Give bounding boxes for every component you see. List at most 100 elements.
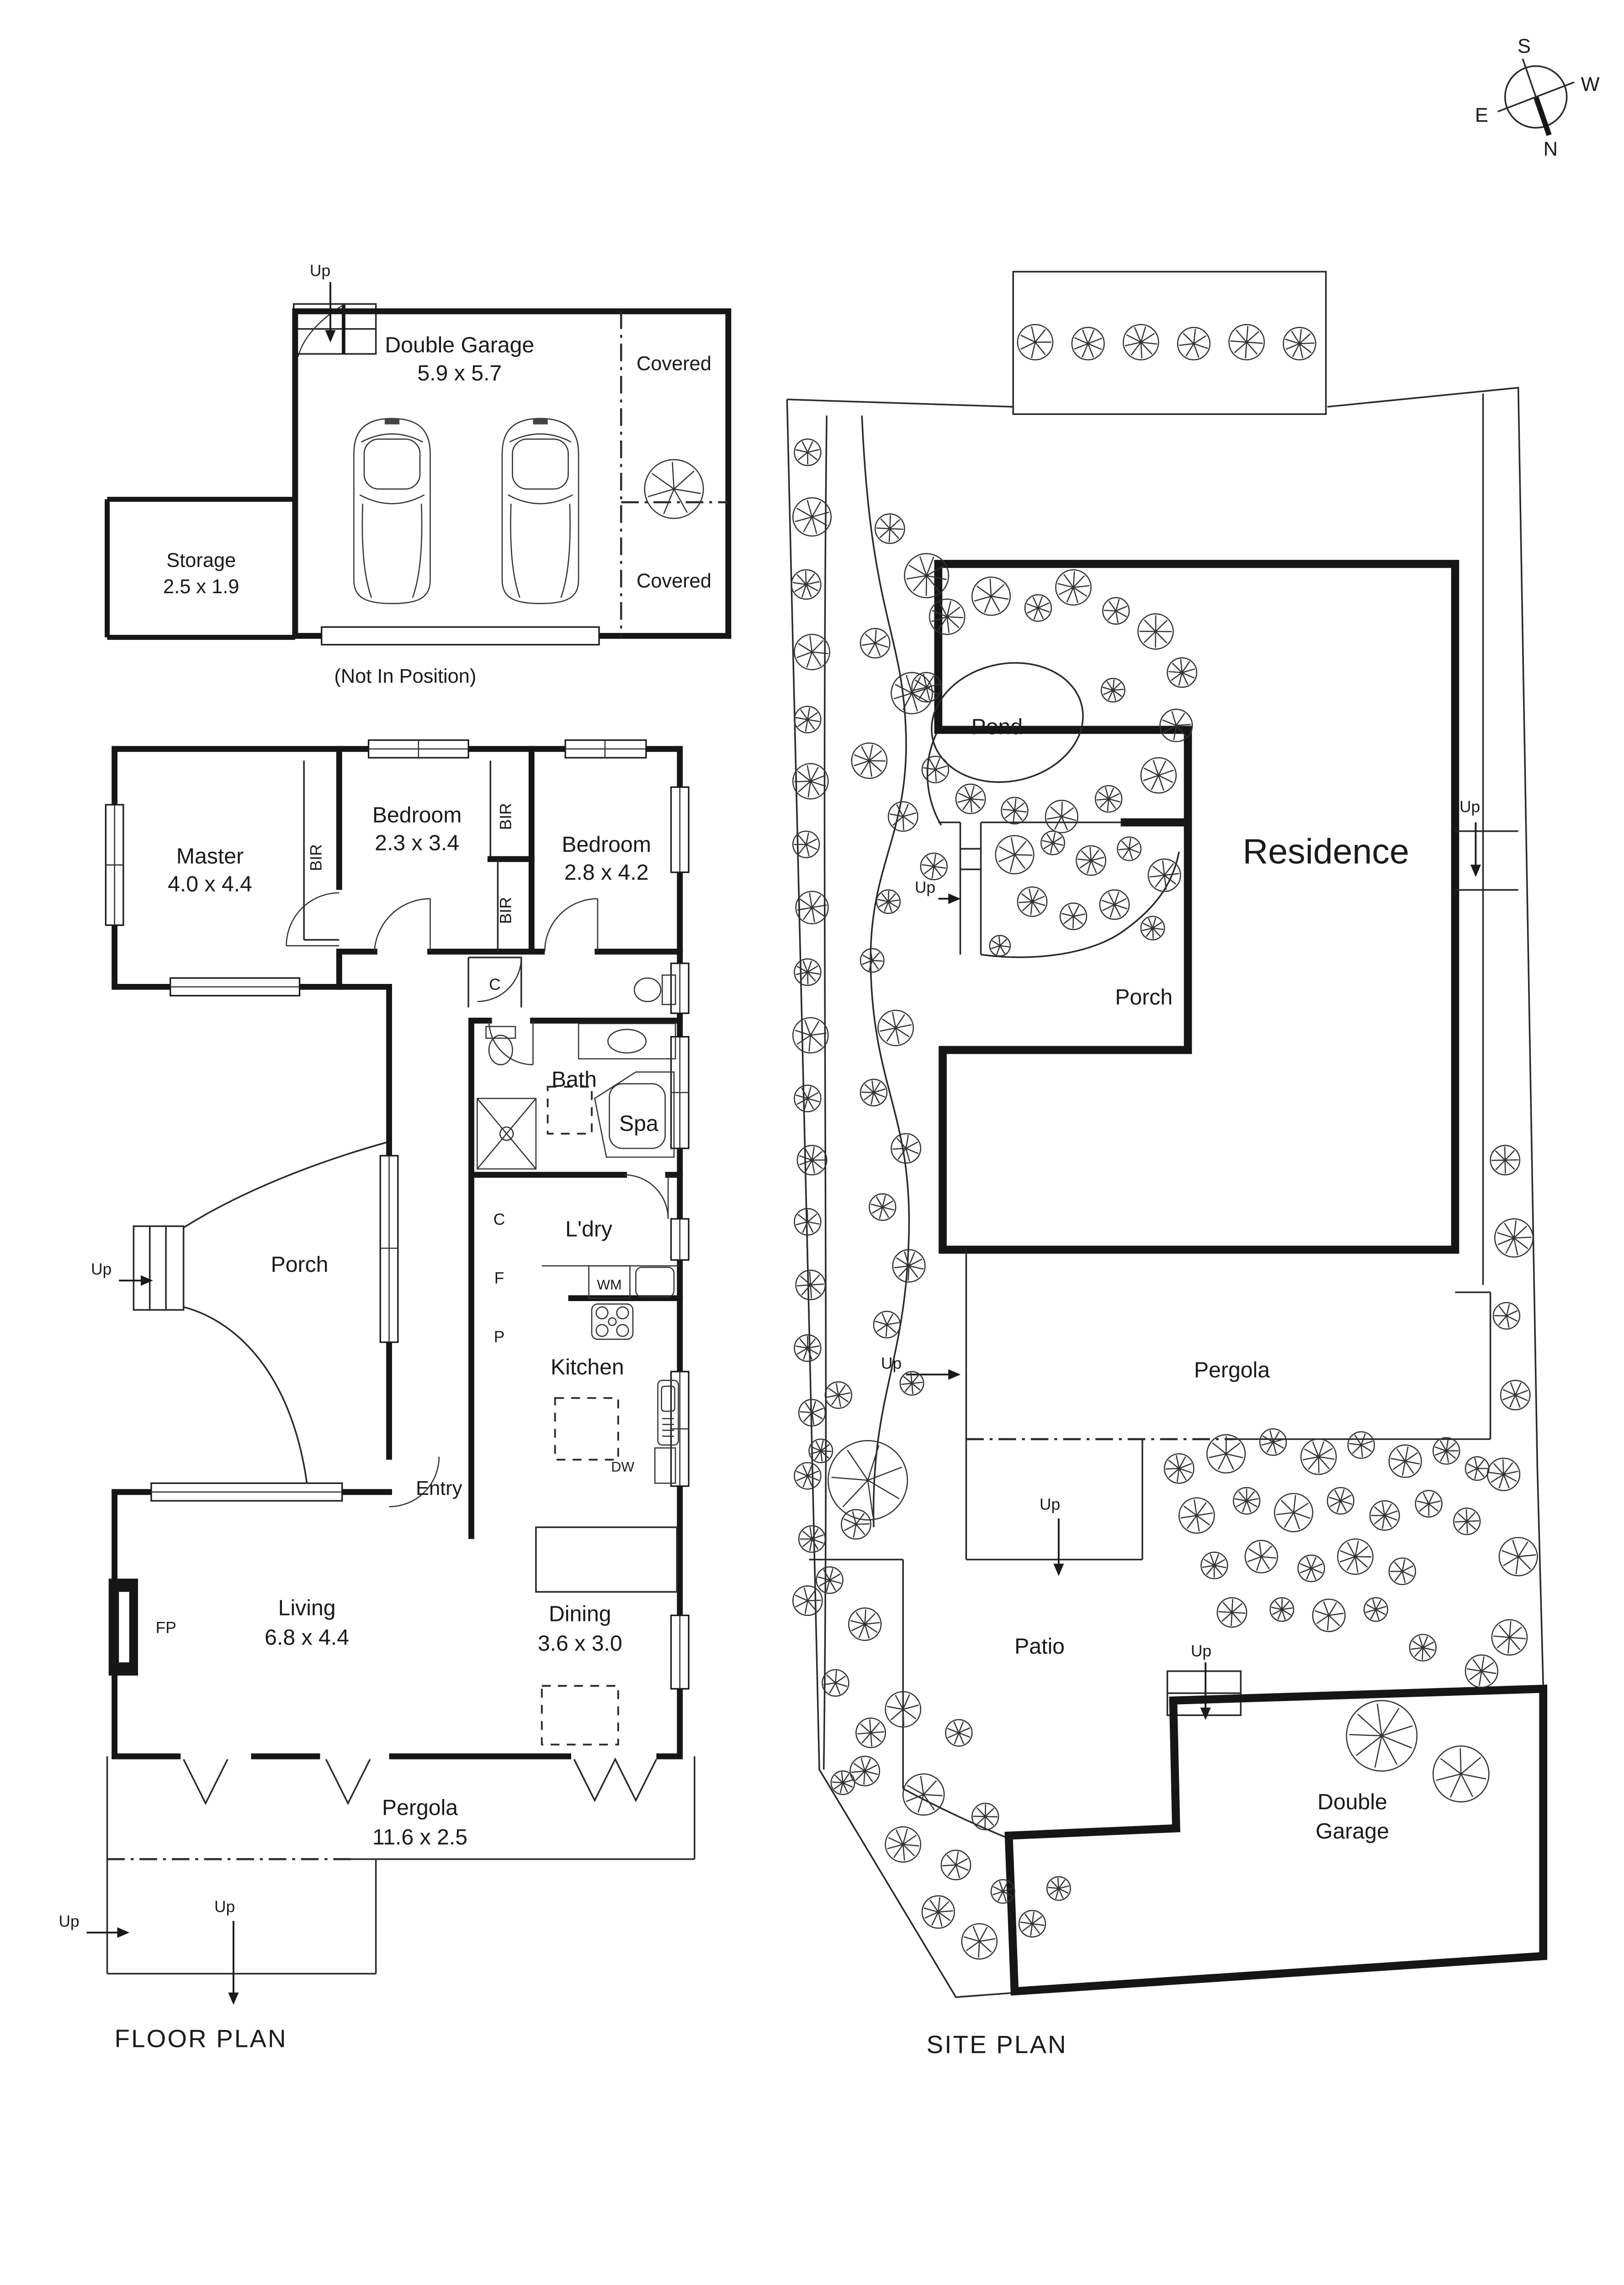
vanity	[578, 1023, 676, 1060]
tree-icon	[855, 1717, 886, 1748]
storage-dims: 2.5 x 1.9	[163, 576, 239, 598]
tree-icon	[808, 1438, 833, 1463]
tree-icon	[1001, 797, 1029, 824]
tree-icon	[1040, 830, 1065, 856]
tree-icon	[792, 1585, 823, 1616]
closet-c-label: C	[489, 976, 501, 994]
toilet-icon	[488, 1035, 513, 1065]
site-garage-outline	[1004, 1685, 1548, 1996]
shower-icon	[477, 1098, 537, 1170]
site-porch-label: Porch	[1115, 985, 1173, 1010]
tree-icon	[794, 1462, 822, 1490]
residence-label: Residence	[1242, 832, 1409, 871]
tree-icon	[902, 1773, 945, 1816]
tree-icon	[1071, 327, 1105, 361]
compass-north: N	[1544, 138, 1558, 160]
tree-icon	[644, 459, 704, 519]
dishwasher	[654, 1447, 676, 1484]
tree-icon	[1259, 1428, 1287, 1456]
bath-label: Bath	[552, 1067, 597, 1092]
tree-icon	[791, 569, 822, 600]
tree-icon	[1465, 1456, 1490, 1481]
laundry-fixtures	[541, 1265, 680, 1299]
site-pergola: Up Pergola	[881, 1249, 1491, 1440]
tree-icon	[874, 513, 905, 544]
fp-label: FP	[156, 1619, 176, 1637]
washing-machine-icon	[588, 1265, 631, 1299]
right-side-path: Up	[1455, 393, 1518, 1285]
garage-name: Double Garage	[385, 333, 534, 357]
closet2-label: C	[494, 1211, 505, 1228]
tree-icon	[1494, 1218, 1534, 1258]
tree-icon	[961, 1923, 998, 1960]
house-interior-walls	[336, 746, 683, 1539]
tree-icon	[794, 1334, 822, 1362]
tree-icon	[955, 783, 986, 814]
tree-icon	[1388, 1444, 1422, 1478]
tree-icon	[921, 755, 950, 784]
not-in-position-note: (Not In Position)	[334, 665, 476, 687]
tree-icon	[1283, 327, 1316, 361]
tree-icon	[921, 1895, 955, 1929]
spa-tub	[594, 1071, 675, 1158]
dining-dims: 3.6 x 3.0	[538, 1631, 622, 1656]
tree-icon	[1409, 1634, 1437, 1662]
tree-icon	[1228, 324, 1265, 361]
laundry-label: L'dry	[565, 1217, 612, 1242]
toilet-icon	[485, 1026, 516, 1039]
covered-top-label: Covered	[637, 353, 711, 375]
tree-icon	[792, 497, 832, 537]
tree-icon	[1055, 569, 1092, 606]
tree-icon	[990, 1879, 1015, 1904]
compass-west: W	[1581, 74, 1600, 96]
garage-steps: Up	[1166, 1642, 1242, 1720]
tree-icon	[851, 742, 888, 779]
tree-icon	[1432, 1745, 1490, 1803]
tree-icon	[887, 801, 918, 832]
bir1-label: BIR	[308, 844, 325, 871]
tree-icon	[1137, 613, 1174, 650]
pergola-dims: 11.6 x 2.5	[372, 1825, 467, 1849]
bath-dashed	[547, 1085, 593, 1135]
covered-bottom-label: Covered	[637, 570, 711, 592]
tree-icon	[929, 598, 966, 635]
garden-bed-edge	[861, 415, 910, 1527]
tree-icon	[1297, 1554, 1325, 1583]
tree-icon	[1492, 1302, 1521, 1330]
nature-strip	[1012, 271, 1327, 415]
site-garage-line2: Garage	[1316, 1819, 1389, 1844]
bedroom1-name: Bedroom	[372, 802, 462, 827]
car-icon	[501, 418, 579, 604]
tree-icon	[1102, 597, 1130, 625]
tree-icon	[920, 852, 948, 881]
tree-icon	[795, 1270, 826, 1301]
site-plan-title: SITE PLAN	[927, 2030, 1067, 2058]
site-pergola-label: Pergola	[1194, 1358, 1270, 1382]
porch-label: Porch	[271, 1252, 329, 1277]
wm-label: WM	[597, 1277, 621, 1292]
dw-label: DW	[611, 1459, 634, 1475]
tree-icon	[1076, 845, 1106, 876]
living-dims: 6.8 x 4.4	[265, 1625, 349, 1650]
bir2-label: BIR	[497, 803, 515, 830]
tree-icon	[1232, 1487, 1261, 1515]
tree-icon	[885, 1691, 922, 1728]
tree-icon	[877, 1010, 914, 1047]
storage-walls	[105, 497, 295, 640]
tree-icon	[1100, 678, 1125, 703]
tree-icon	[1491, 1619, 1528, 1656]
tree-icon	[1274, 1493, 1314, 1532]
site-pergola-up-label: Up	[881, 1355, 902, 1372]
tree-icon	[792, 1017, 829, 1054]
tree-icon	[1432, 1437, 1460, 1465]
tree-icon	[1269, 1597, 1295, 1622]
dining-name: Dining	[549, 1602, 611, 1626]
pergola-left-up-label: Up	[58, 1913, 79, 1930]
bir3-label: BIR	[497, 897, 515, 924]
tree-icon	[1017, 324, 1054, 361]
tree-icon	[1363, 1597, 1388, 1622]
garage-stair-curve	[297, 303, 345, 357]
tree-icon	[1388, 1557, 1416, 1585]
porch-steps	[133, 1225, 185, 1311]
